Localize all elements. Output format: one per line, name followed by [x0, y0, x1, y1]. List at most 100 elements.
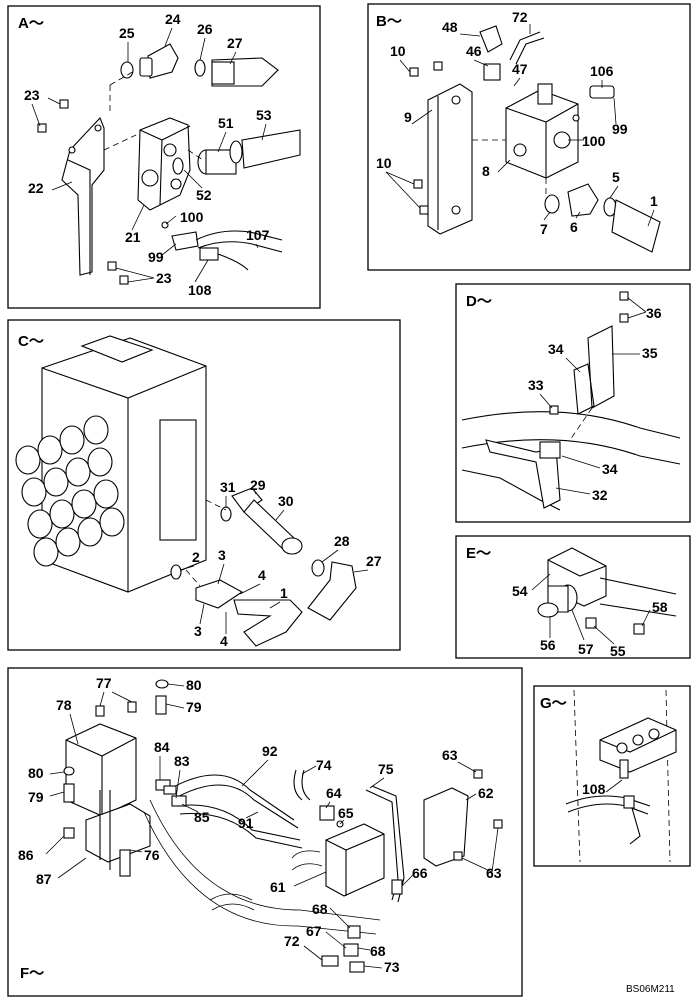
panel-a-title: A～ [18, 15, 44, 32]
panel-e-title: E～ [466, 545, 491, 562]
callout: 99 [148, 249, 164, 265]
callout: 64 [326, 785, 342, 801]
panel-a-callouts: 25 24 26 27 23 51 53 22 21 52 100 99 107… [24, 11, 272, 298]
callout: 80 [28, 765, 44, 781]
panel-c-frame [7, 319, 401, 651]
callout: 68 [370, 943, 386, 959]
panel-e-frame [455, 535, 691, 659]
callout: 9 [404, 109, 412, 125]
callout: 87 [36, 871, 52, 887]
callout: 55 [610, 643, 626, 659]
panel-a-frame [7, 5, 321, 309]
callout: 23 [24, 87, 40, 103]
panel-c: C～ [7, 319, 401, 651]
callout: 5 [612, 169, 620, 185]
panel-b-frame [367, 3, 691, 271]
callout: 48 [442, 19, 458, 35]
callout: 79 [186, 699, 202, 715]
callout: 3 [218, 547, 226, 563]
callout: 1 [280, 585, 288, 601]
panel-g-frame [533, 685, 691, 867]
panel-e-callouts: 54 58 56 57 55 [512, 583, 668, 659]
callout: 53 [256, 107, 272, 123]
panel-f-callouts: 77 80 78 79 92 74 84 83 75 80 79 64 65 6… [18, 675, 502, 975]
callout: 76 [144, 847, 160, 863]
callout: 4 [220, 633, 228, 649]
panel-d-leaders [539, 297, 647, 495]
callout: 80 [186, 677, 202, 693]
panel-b: B～ [367, 3, 691, 271]
callout: 54 [512, 583, 528, 599]
callout: 28 [334, 533, 350, 549]
callout: 21 [125, 229, 141, 245]
panel-g-leader [605, 779, 623, 793]
callout: 23 [156, 270, 172, 286]
callout: 77 [96, 675, 112, 691]
callout: 32 [592, 487, 608, 503]
callout: 35 [642, 345, 658, 361]
callout: 24 [165, 11, 181, 27]
panel-a-artwork [37, 43, 301, 285]
reference-code: BS06M211 [626, 984, 675, 995]
panel-c-title: C～ [18, 333, 44, 350]
panel-b-title: B～ [376, 13, 402, 30]
callout: 6 [570, 219, 578, 235]
callout: 72 [512, 9, 528, 25]
callout: 84 [154, 739, 170, 755]
callout: 100 [582, 133, 606, 149]
panel-a-leaders [31, 27, 267, 283]
callout: 99 [612, 121, 628, 137]
panel-g-title: G～ [540, 695, 567, 712]
callout: 22 [28, 180, 44, 196]
callout: 34 [602, 461, 618, 477]
panel-f-artwork [63, 679, 503, 973]
panel-d-artwork [461, 291, 681, 511]
callout: 106 [590, 63, 614, 79]
panel-c-leaders [179, 489, 369, 634]
callout: 73 [384, 959, 400, 975]
callout: 57 [578, 641, 594, 657]
callout: 63 [486, 865, 502, 881]
panel-d: D～ 36 34 35 33 34 32 [455, 283, 691, 523]
callout: 3 [194, 623, 202, 639]
callout: 30 [278, 493, 294, 509]
callout: 63 [442, 747, 458, 763]
callout: 68 [312, 901, 328, 917]
callout: 61 [270, 879, 286, 895]
panel-f-frame [7, 667, 523, 997]
panel-b-artwork [409, 25, 661, 253]
callout: 33 [528, 377, 544, 393]
callout: 92 [262, 743, 278, 759]
callout: 29 [250, 477, 266, 493]
callout: 2 [192, 549, 200, 565]
callout: 100 [180, 209, 204, 225]
callout: 62 [478, 785, 494, 801]
callout: 51 [218, 115, 234, 131]
callout: 47 [512, 61, 528, 77]
callout: 4 [258, 567, 266, 583]
callout: 27 [366, 553, 382, 569]
panel-b-leaders [385, 24, 655, 227]
callout: 36 [646, 305, 662, 321]
callout: 56 [540, 637, 556, 653]
panel-d-callouts: 36 34 35 33 34 32 [528, 305, 662, 503]
callout: 78 [56, 697, 72, 713]
callout: 26 [197, 21, 213, 37]
panel-e-artwork [537, 547, 677, 635]
callout: 83 [174, 753, 190, 769]
callout: 65 [338, 805, 354, 821]
callout: 31 [220, 479, 236, 495]
callout: 85 [194, 809, 210, 825]
callout: 91 [238, 815, 254, 831]
panel-g-artwork [565, 689, 677, 863]
spool-caps [15, 415, 125, 567]
panel-g: G～ 108 [533, 685, 691, 867]
panel-f: F～ [7, 667, 523, 997]
callout: 8 [482, 163, 490, 179]
callout: 10 [376, 155, 392, 171]
callout: 107 [246, 227, 270, 243]
panel-c-artwork [15, 335, 357, 647]
panel-d-frame [455, 283, 691, 523]
callout: 67 [306, 923, 322, 939]
